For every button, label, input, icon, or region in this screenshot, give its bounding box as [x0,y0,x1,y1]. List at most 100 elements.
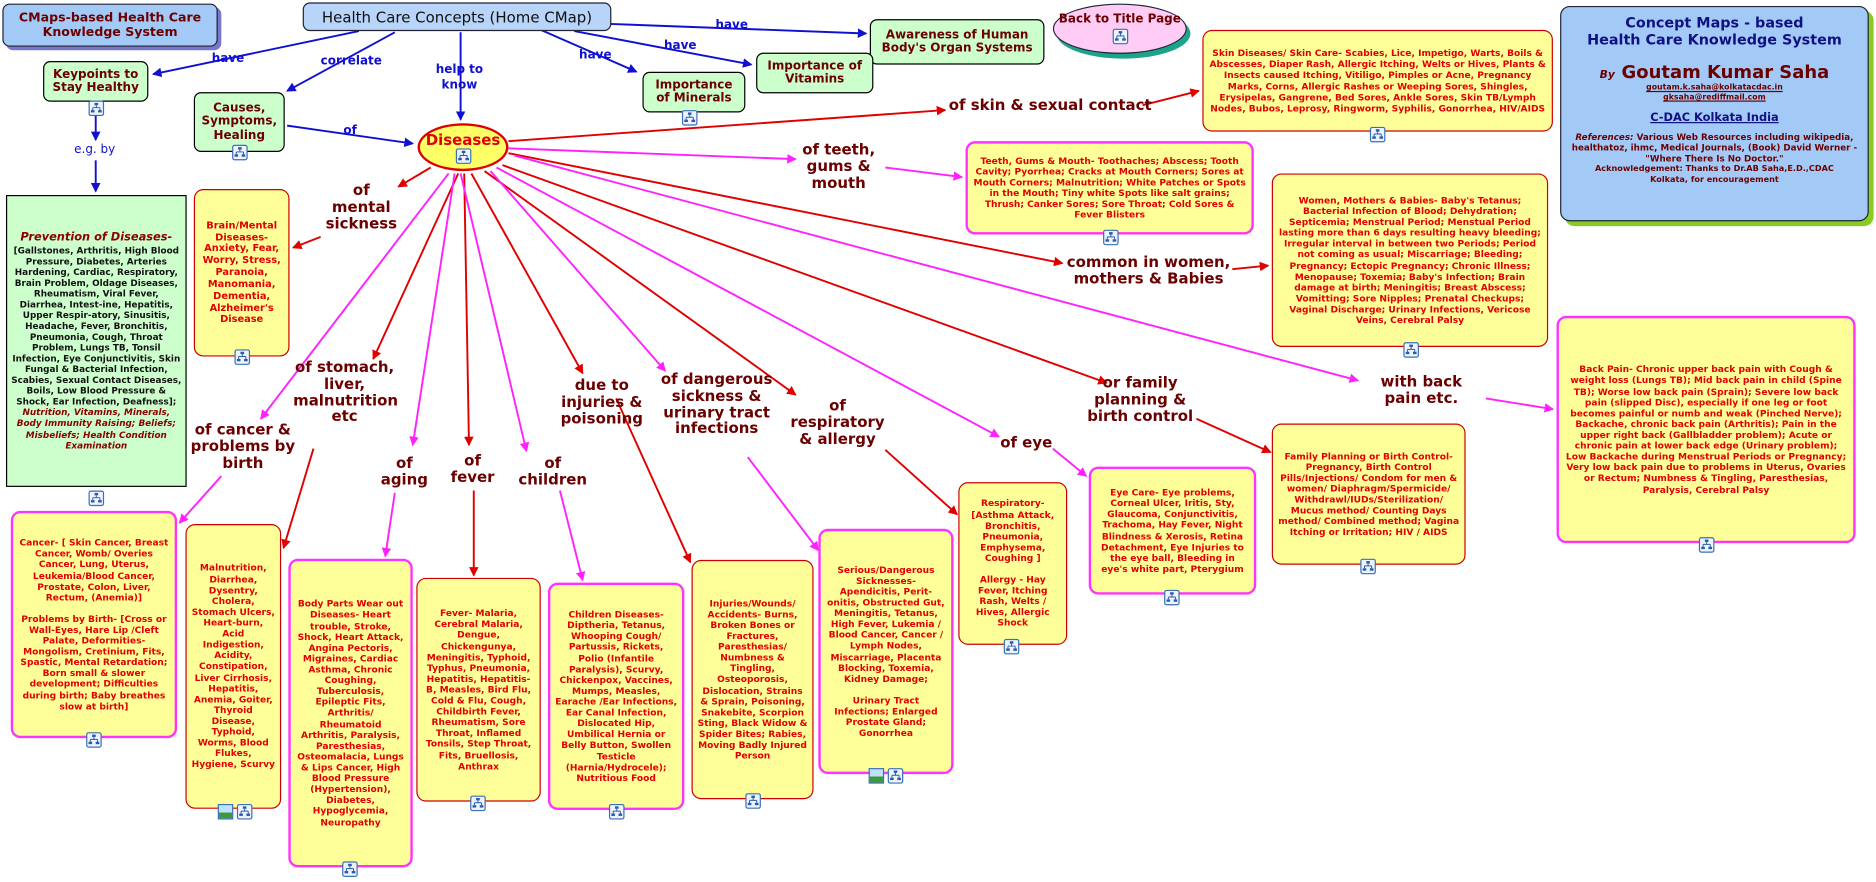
link-label-stomach: of stomach, liver, malnutrition etc [293,357,399,426]
link-arrow [281,448,315,550]
link-arrow [884,449,959,516]
email-link-2[interactable]: gksaha@rediffmail.com [1663,92,1766,102]
link-arrow [372,173,460,361]
serious-sickness-node[interactable]: Serious/Dangerous Sicknesses- Apendiciti… [818,528,954,775]
link-arrow [381,492,396,558]
link-arrow [1142,88,1200,107]
link-arrow [615,398,692,564]
prevention-body: [Gallstones, Arthritis, High Blood Press… [11,245,182,408]
link-arrow [514,154,1360,383]
concept-map-link-icon[interactable] [455,148,471,164]
link-arrow [508,152,1064,267]
respiratory-text: Respiratory- [Asthma Attack, Bronchitis,… [971,498,1055,564]
malnutrition-node[interactable]: Malnutrition, Diarrhea, Dysentry, Choler… [185,524,282,809]
link-arrow [1196,417,1272,454]
link-arrow [286,31,396,92]
link-label-help-to-know: help to know [435,63,484,93]
eye-text: Eye Care- Eye problems, Corneal Ulcer, I… [1101,487,1244,575]
concept-map-link-icon[interactable] [232,144,248,161]
allergy-text: Allergy - Hay Fever, Itching Rash, Welts… [975,574,1050,629]
home-cmap-node[interactable]: Health Care Concepts (Home CMap) [302,2,612,32]
skin-diseases-node[interactable]: Skin Diseases/ Skin Care- Scabies, Lice,… [1202,29,1553,132]
causes-node[interactable]: Causes, Symptoms, Healing [193,92,285,152]
link-label-back: with back pain etc. [1380,372,1463,407]
minerals-node[interactable]: Importance of Minerals [642,71,746,113]
references-label: References: [1575,131,1634,143]
home-cmap-text: Health Care Concepts (Home CMap) [321,7,593,26]
concept-map-link-icon[interactable] [1164,589,1180,606]
image-icon[interactable] [868,768,885,784]
awareness-node[interactable]: Awareness of Human Body's Organ Systems [869,19,1045,65]
link-label-children: of children [518,453,588,488]
birth-problems-text: Problems by Birth- [Cross or Wall-Eyes, … [20,613,168,712]
concept-map-link-icon[interactable] [681,110,698,126]
link-label-respiratory: of respiratory & allergy [790,396,885,447]
back-pain-node[interactable]: Back Pain- Chronic upper back pain with … [1556,315,1856,544]
aging-node[interactable]: Body Parts Wear out Diseases- Heart trou… [288,558,413,868]
family-planning-node[interactable]: Family Planning or Birth Control- Pregna… [1271,423,1466,565]
cancer-node[interactable]: Cancer- [ Skin Cancer, Breast Cancer, Wo… [10,510,178,739]
diseases-node[interactable]: Diseases [417,123,509,172]
link-label-have: have [715,19,748,33]
link-label-of: of [343,124,357,138]
concept-map-link-icon[interactable] [88,490,105,507]
keypoints-node[interactable]: Keypoints to Stay Healthy [43,61,149,102]
causes-text: Causes, Symptoms, Healing [201,101,278,143]
link-label-correlate: correlate [320,55,382,69]
cmaps-title-node[interactable]: CMaps-based Health Care Knowledge System [2,3,218,47]
children-node[interactable]: Children Diseases- Diptheria, Tetanus, W… [547,582,685,810]
injuries-node[interactable]: Injuries/Wounds/ Accidents- Burns, Broke… [691,559,814,800]
image-icon[interactable] [217,803,234,820]
back-to-title-text: Back to Title Page [1058,13,1181,27]
concept-map-link-icon[interactable] [342,861,358,877]
link-label-have: have [211,52,245,66]
concept-map-link-icon[interactable] [1103,229,1119,246]
link-label-teeth: of teeth, gums & mouth [802,139,876,191]
link-arrow [574,30,753,68]
link-arrow [397,166,432,188]
fever-text: Fever- Malaria, Cerebral Malaria, Dengue… [425,607,532,772]
concept-map-link-icon[interactable] [1112,28,1128,45]
serious-sickness-text: Serious/Dangerous Sicknesses- Apendiciti… [827,564,945,685]
link-label-aging: of aging [380,453,429,488]
cancer-text: Cancer- [ Skin Cancer, Breast Cancer, Wo… [19,537,169,603]
respiratory-node[interactable]: Respiratory- [Asthma Attack, Bronchitis,… [958,482,1068,645]
concept-map-link-icon[interactable] [1698,537,1715,553]
concept-map-link-icon[interactable] [745,793,761,809]
link-arrow [178,475,223,524]
concept-map-link-icon[interactable] [1369,126,1386,143]
brain-diseases-node[interactable]: Brain/Mental Diseases- Anxiety, Fear, Wo… [193,189,290,357]
brain-diseases-text: Brain/Mental Diseases- Anxiety, Fear, Wo… [202,218,281,325]
email-link-1[interactable]: goutam.k.saha@kolkatacdac.in [1646,82,1783,93]
family-planning-text: Family Planning or Birth Control- Pregna… [1278,450,1460,538]
teeth-node[interactable]: Teeth, Gums & Mouth- Toothaches; Abscess… [965,141,1254,235]
women-node[interactable]: Women, Mothers & Babies- Baby's Tetanus;… [1271,173,1549,347]
children-text: Children Diseases- Diptheria, Tetanus, W… [555,609,678,784]
concept-map-link-icon[interactable] [234,349,251,365]
concept-map-link-icon[interactable] [470,795,486,812]
prevention-node[interactable]: Prevention of Diseases- [Gallstones, Art… [5,195,187,487]
concept-map-link-icon[interactable] [887,768,904,784]
women-text: Women, Mothers & Babies- Baby's Tetanus;… [1279,194,1541,326]
title-panel: Concept Maps - based Health Care Knowled… [1560,5,1869,222]
cdac-link[interactable]: C-DAC Kolkata India [1650,111,1779,125]
cmaps-title-text: CMaps-based Health Care Knowledge System [18,10,202,40]
concept-map-link-icon[interactable] [86,732,102,748]
urinary-text: Urinary Tract Infections; Enlarged Prost… [834,694,938,739]
vitamins-text: Importance of Vitamins [767,59,863,87]
concept-map-link-icon[interactable] [608,803,625,820]
fever-node[interactable]: Fever- Malaria, Cerebral Malaria, Dengue… [416,577,541,802]
concept-map-link-icon[interactable] [236,803,253,820]
link-label-cancer: of cancer & problems by birth [190,419,296,471]
back-to-title-button[interactable]: Back to Title Page [1052,3,1187,54]
concept-map-link-icon[interactable] [88,100,105,117]
concept-map-link-icon[interactable] [1360,558,1376,575]
concept-map-link-icon[interactable] [1003,638,1020,655]
link-label-women: common in women, mothers & Babies [1066,252,1231,287]
concept-map-link-icon[interactable] [1403,342,1419,358]
vitamins-node[interactable]: Importance of Vitamins [756,52,874,94]
diseases-text: Diseases [425,130,501,149]
eye-node[interactable]: Eye Care- Eye problems, Corneal Ulcer, I… [1088,466,1257,595]
link-label-mental: of mental sickness [325,180,398,232]
